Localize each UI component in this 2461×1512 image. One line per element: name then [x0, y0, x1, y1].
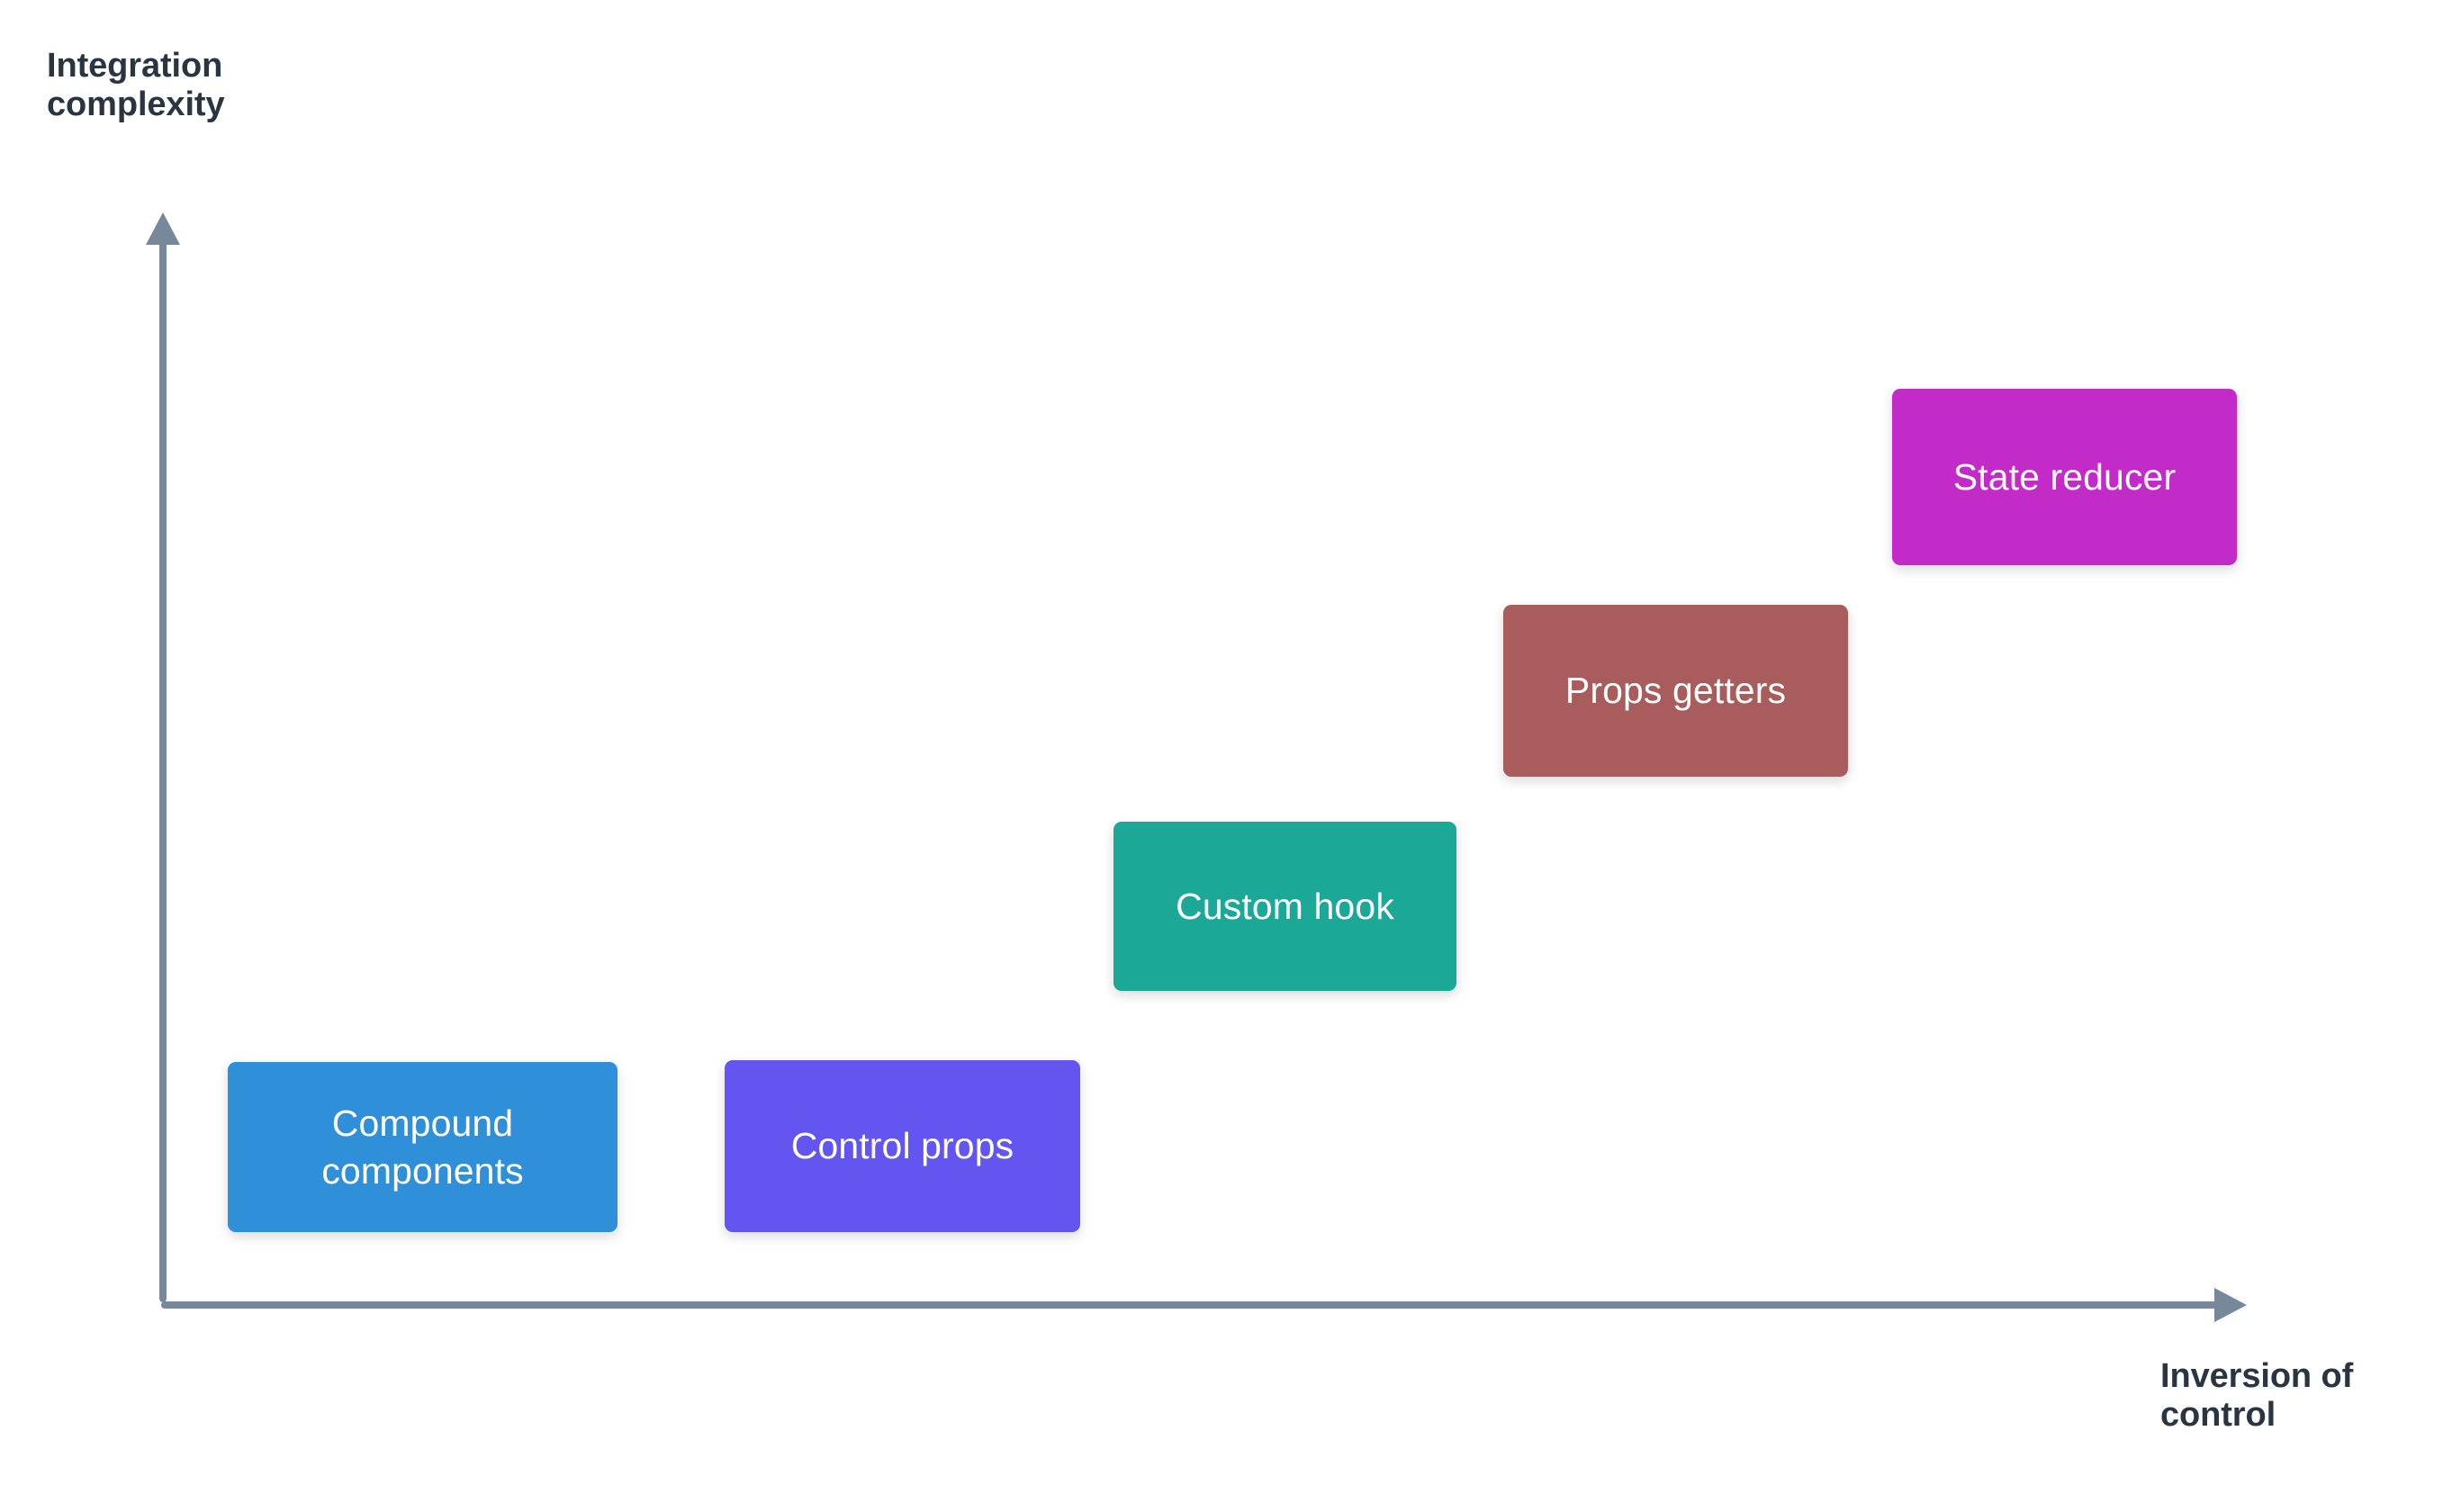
y-axis-arrowhead-icon	[146, 212, 180, 245]
box-label: Compound components	[321, 1102, 524, 1192]
x-axis-title: Inversion of control	[2160, 1357, 2354, 1434]
box-label: Custom hook	[1176, 885, 1394, 927]
box-label: Control props	[790, 1125, 1014, 1167]
box-state-reducer[interactable]: State reducer	[1892, 389, 2237, 565]
box-label: Props getters	[1564, 670, 1787, 712]
box-label: State reducer	[1952, 455, 2177, 498]
x-axis-arrowhead-icon	[2214, 1288, 2247, 1322]
box-props-getters[interactable]: Props getters	[1503, 605, 1848, 777]
box-control-props[interactable]: Control props	[725, 1060, 1080, 1232]
box-custom-hook[interactable]: Custom hook	[1113, 822, 1456, 991]
y-axis-title: Integration complexity	[47, 47, 225, 123]
box-compound-components[interactable]: Compound components	[228, 1062, 618, 1232]
